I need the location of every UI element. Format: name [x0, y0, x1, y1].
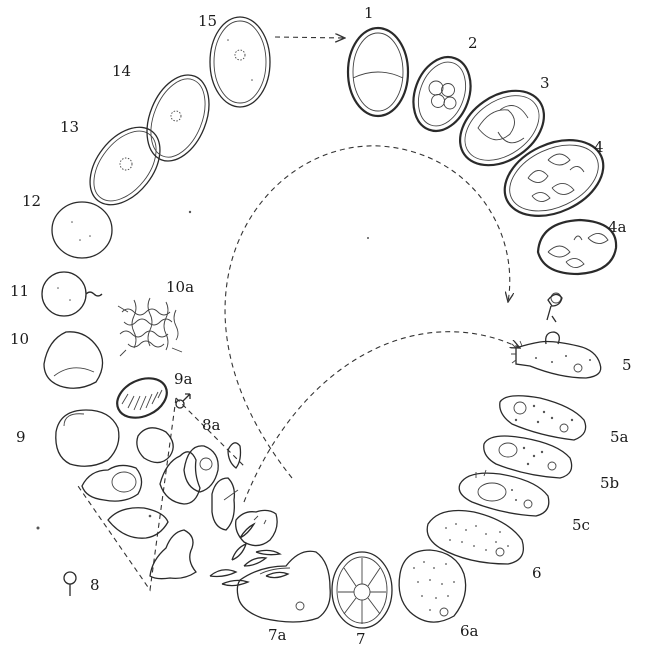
stage-label-9a: 9a: [174, 370, 193, 388]
stray-mark: [189, 211, 191, 213]
stage-label-2: 2: [468, 34, 478, 52]
stage-13-cell: [76, 114, 174, 218]
stage-8-group: [78, 398, 277, 590]
stage-5c-cell: [459, 470, 549, 516]
arrow-8a-to-5: [244, 332, 520, 502]
stage-7-cell: [332, 552, 392, 628]
stage-label-8: 8: [90, 576, 100, 594]
stage-label-14: 14: [112, 62, 131, 80]
stage-label-4: 4: [594, 138, 604, 156]
stage-label-4a: 4a: [608, 218, 627, 236]
stage-11-cell: [42, 272, 102, 316]
stage-6a-cell: [399, 550, 466, 622]
stage-label-3: 3: [540, 74, 550, 92]
stage-label-5b: 5b: [600, 474, 619, 492]
stage-label-7a: 7a: [268, 626, 287, 644]
stage-6-cell: [427, 511, 523, 565]
sickle-forms: [210, 524, 288, 586]
stage-label-6: 6: [532, 564, 542, 582]
stage-label-8a: 8a: [202, 416, 221, 434]
stage-5-cell: [511, 332, 601, 378]
stage-9a-cell: [111, 371, 173, 426]
stage-4a-cell: [538, 220, 616, 274]
stage-label-15: 15: [198, 12, 217, 30]
stage-label-1: 1: [364, 4, 374, 22]
stage-9-cell: [56, 410, 119, 466]
stage-label-10a: 10a: [166, 278, 194, 296]
stage-1-cell: [348, 28, 408, 116]
stage-label-10: 10: [10, 330, 29, 348]
stray-mark: [367, 237, 369, 239]
stage-label-13: 13: [60, 118, 79, 136]
stage-label-5: 5: [622, 356, 632, 374]
arrow-15-to-1: [275, 37, 345, 38]
stage-5a-cell: [500, 396, 586, 440]
stage-10-cell: [44, 332, 103, 388]
stage-label-12: 12: [22, 192, 41, 210]
sporozoite-figures: [547, 293, 562, 322]
stage-label-11: 11: [10, 282, 29, 300]
male-symbol-8: [64, 572, 76, 596]
stage-label-7: 7: [356, 630, 366, 647]
stage-label-9: 9: [16, 428, 26, 446]
stage-label-5a: 5a: [610, 428, 629, 446]
stage-7a-cell: [237, 551, 330, 622]
stage-label-5c: 5c: [572, 516, 590, 534]
male-symbol-9a: [176, 394, 190, 408]
stage-14-cell: [135, 66, 221, 170]
stage-label-6a: 6a: [460, 622, 479, 640]
stage-12-cell: [52, 202, 112, 258]
stage-10a-cluster: [118, 298, 182, 356]
stage-5b-cell: [484, 436, 572, 478]
arrow-4-to-5: [225, 146, 510, 478]
stage-15-cell: [210, 17, 270, 107]
stray-mark: [37, 527, 40, 530]
